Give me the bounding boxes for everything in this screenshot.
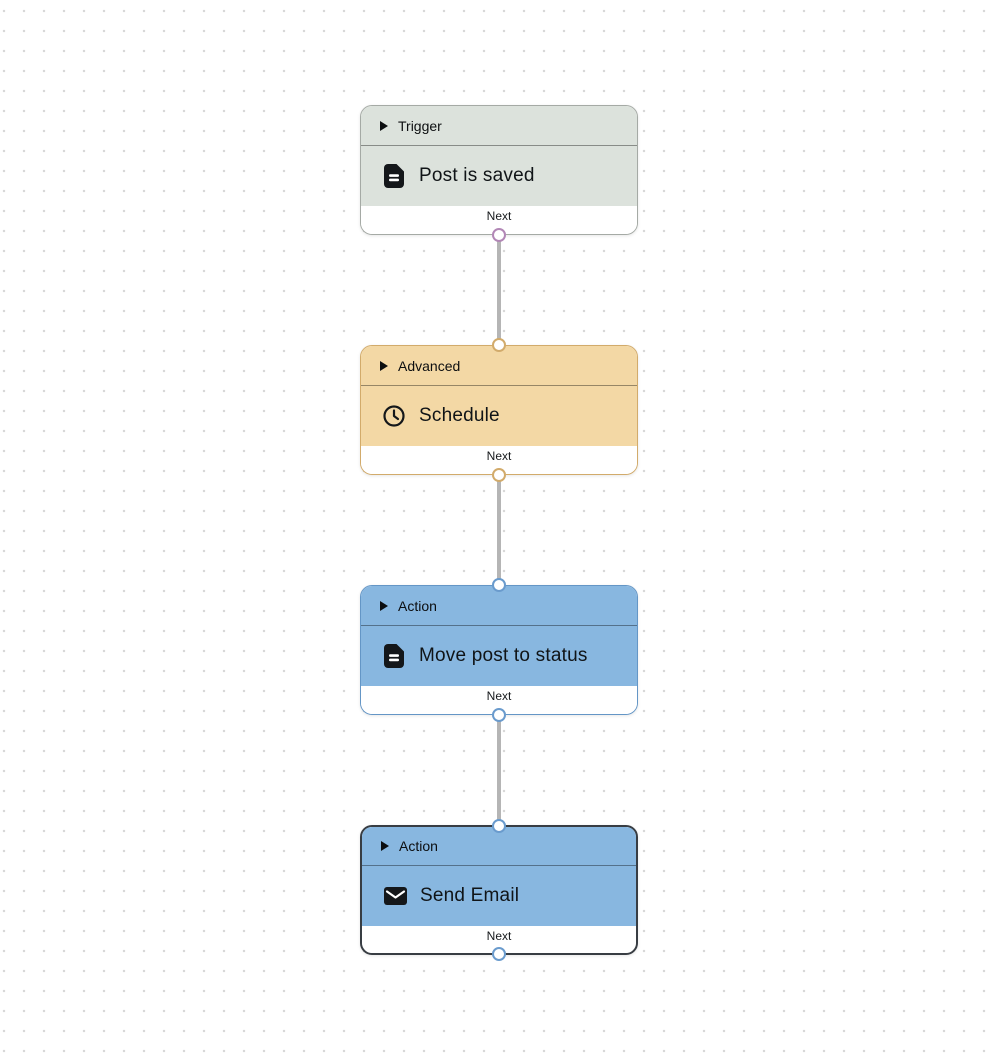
node-header[interactable]: Action xyxy=(361,586,637,626)
input-port[interactable] xyxy=(492,819,506,833)
clock-icon xyxy=(382,404,406,428)
collapse-arrow-icon[interactable] xyxy=(380,120,388,131)
node-body[interactable]: Move post to status xyxy=(361,626,637,686)
node-title: Send Email xyxy=(420,885,520,906)
output-port[interactable] xyxy=(492,228,506,242)
connector-edge xyxy=(497,715,501,825)
collapse-arrow-icon[interactable] xyxy=(380,600,388,611)
node-header[interactable]: Trigger xyxy=(361,106,637,146)
next-port-label: Next xyxy=(486,209,512,223)
node-title: Schedule xyxy=(419,405,500,426)
node-body[interactable]: Post is saved xyxy=(361,146,637,206)
node-header[interactable]: Action xyxy=(362,827,636,866)
next-port-label: Next xyxy=(486,929,512,943)
connector-edge xyxy=(497,235,501,345)
node-title: Post is saved xyxy=(419,165,535,186)
node-title: Move post to status xyxy=(419,645,588,666)
output-port[interactable] xyxy=(492,708,506,722)
input-port[interactable] xyxy=(492,338,506,352)
node-category-label: Action xyxy=(399,838,438,854)
document-icon xyxy=(382,644,406,668)
connector-edge xyxy=(497,475,501,585)
collapse-arrow-icon[interactable] xyxy=(380,360,388,371)
document-icon xyxy=(382,164,406,188)
node-header[interactable]: Advanced xyxy=(361,346,637,386)
next-port-label: Next xyxy=(486,449,512,463)
output-port[interactable] xyxy=(492,468,506,482)
node-action-send-email[interactable]: Action Send Email Next xyxy=(360,819,638,961)
next-port-label: Next xyxy=(486,689,512,703)
collapse-arrow-icon[interactable] xyxy=(381,841,389,851)
node-category-label: Advanced xyxy=(398,357,461,374)
input-port[interactable] xyxy=(492,578,506,592)
node-category-label: Action xyxy=(398,597,437,614)
node-trigger[interactable]: Trigger Post is saved Next xyxy=(360,105,638,242)
envelope-icon xyxy=(383,887,407,905)
node-advanced[interactable]: Advanced Schedule Next xyxy=(360,338,638,482)
node-category-label: Trigger xyxy=(398,117,442,134)
node-body[interactable]: Send Email xyxy=(362,866,636,926)
node-body[interactable]: Schedule xyxy=(361,386,637,446)
node-action-move-post-to-status[interactable]: Action Move post to status Next xyxy=(360,578,638,722)
output-port[interactable] xyxy=(492,947,506,961)
